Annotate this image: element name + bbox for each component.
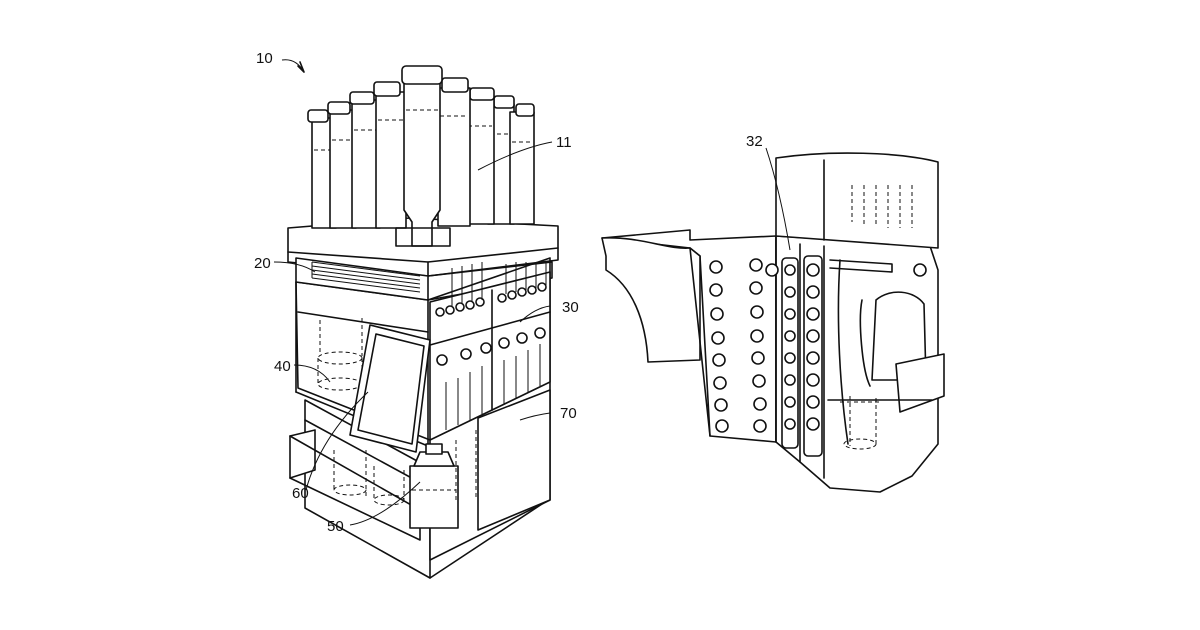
label-bottles: 11 (556, 134, 572, 151)
label-manifold: 20 (254, 255, 271, 272)
bottle (374, 82, 406, 228)
label-display: 60 (292, 485, 309, 502)
bottle-rack (308, 66, 534, 246)
collection-bottle (410, 444, 458, 528)
label-housing: 70 (560, 405, 577, 422)
label-reservoir: 40 (274, 358, 291, 375)
bottle (438, 78, 470, 226)
hinged-door (602, 230, 776, 442)
left-assembly: 10 11 20 30 40 70 60 50 (254, 50, 579, 578)
label-valve-panel: 30 (562, 299, 579, 316)
right-assembly: 32 (602, 133, 944, 492)
bottle (510, 104, 534, 224)
label-assembly: 10 (256, 50, 273, 67)
label-valve-panel-open: 32 (746, 133, 763, 150)
label-collection-bottle: 50 (327, 518, 344, 535)
